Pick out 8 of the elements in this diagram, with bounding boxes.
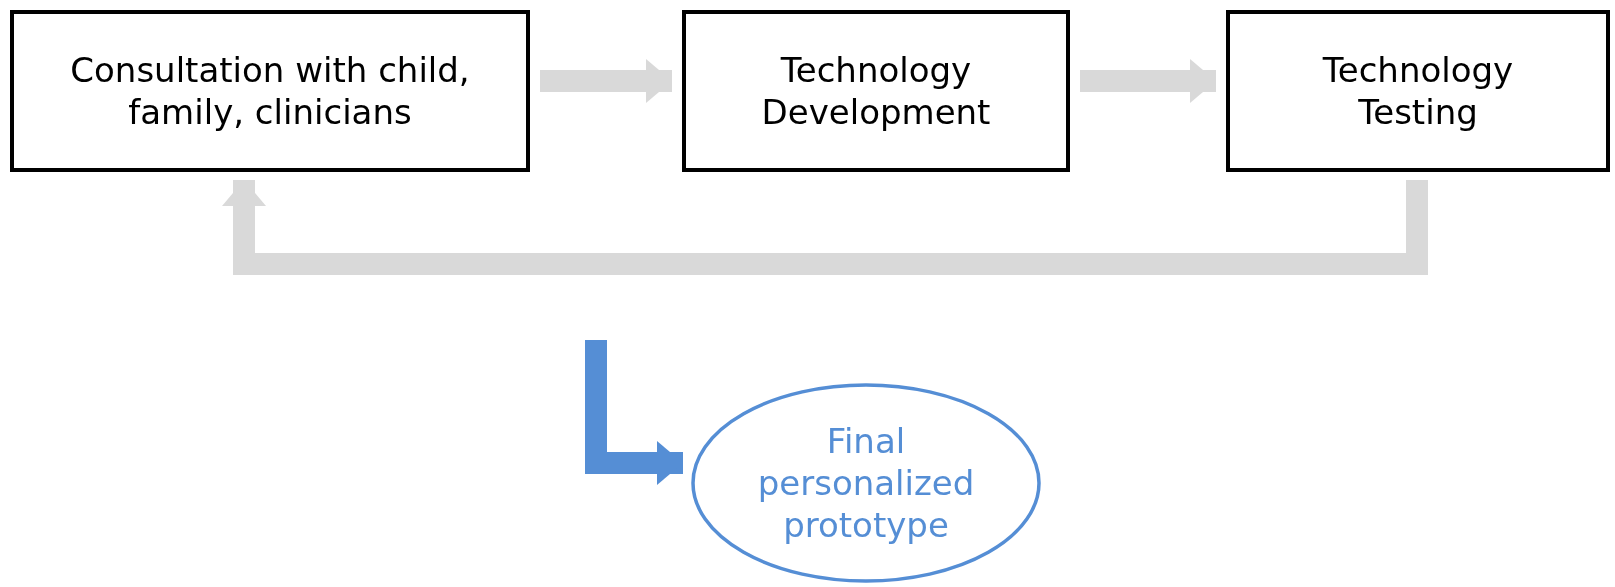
process-box: Consultation with child, family, clinicians (10, 10, 530, 172)
terminal-ellipse: Final personalized prototype (691, 383, 1041, 583)
arrow (1080, 59, 1216, 103)
arrow (540, 59, 672, 103)
arrow (222, 180, 1428, 275)
process-box: Technology Development (682, 10, 1070, 172)
arrow (585, 340, 683, 485)
process-box: Technology Testing (1226, 10, 1610, 172)
